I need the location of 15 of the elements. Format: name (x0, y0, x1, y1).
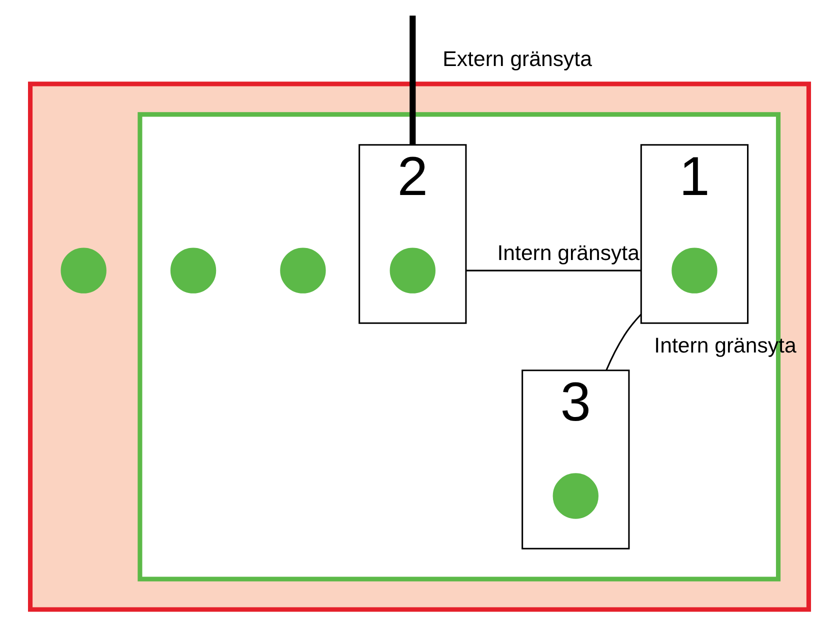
edge-label: Intern gränsyta (496, 241, 639, 266)
edge-label: Extern gränsyta (442, 46, 592, 71)
node-circle (60, 248, 106, 294)
node-circle (280, 248, 326, 294)
cluster: 1 (640, 144, 748, 324)
node-circle (671, 248, 717, 294)
cluster: 3 (521, 370, 630, 550)
node-circle (170, 248, 216, 294)
node-circle (389, 248, 435, 294)
connector (465, 270, 641, 272)
node-circle (552, 473, 598, 519)
connector (409, 16, 416, 145)
cluster (28, 82, 810, 612)
connector (605, 314, 642, 371)
cluster: 2 (358, 144, 466, 324)
